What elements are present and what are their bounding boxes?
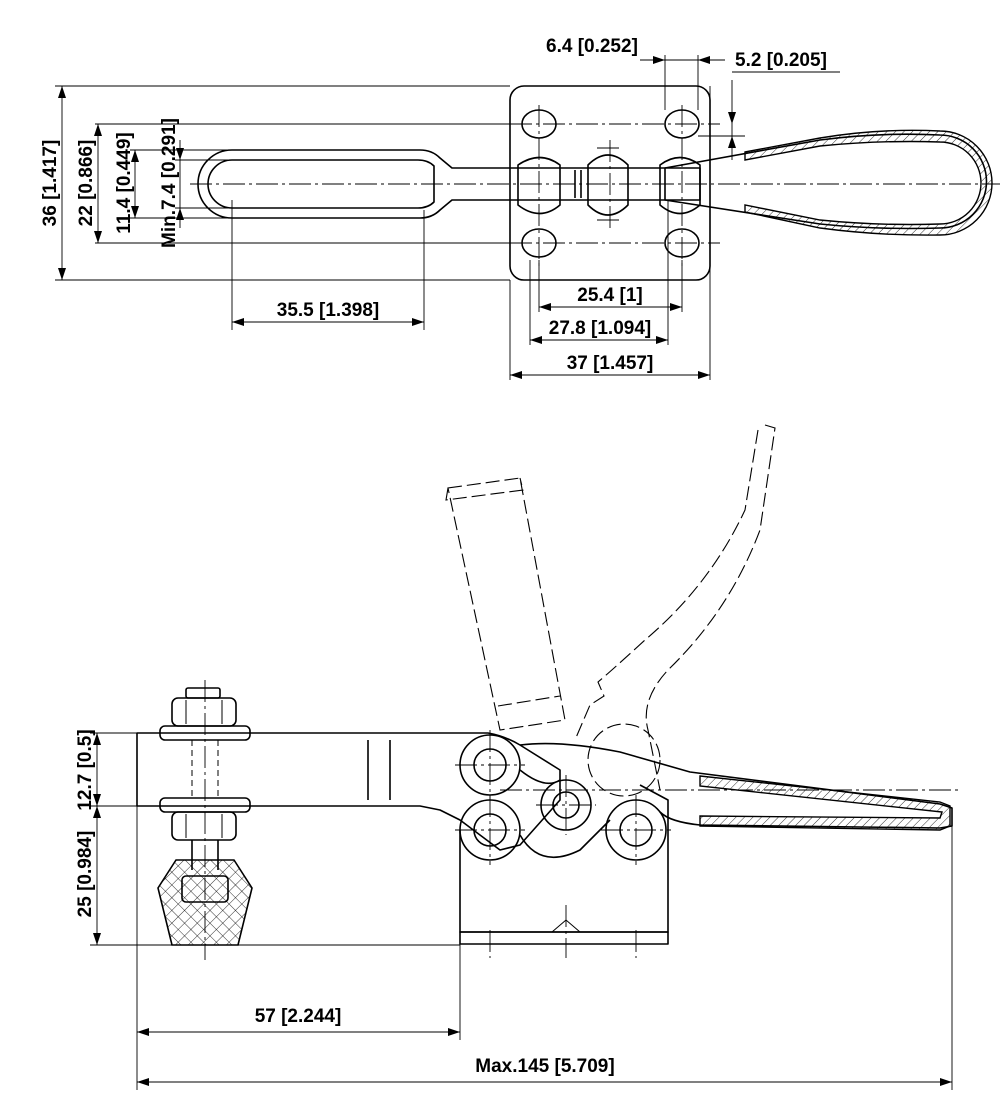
dim-grip-offset: 5.2 [0.205] [735,50,827,71]
top-view: 6.4 [0.252] 5.2 [0.205] 36 [1.417] 22 [0… [40,36,1000,380]
dim-hole-diameter: 6.4 [0.252] [546,36,638,57]
clamp-arm [136,732,561,851]
dim-base-width: 37 [1.457] [567,353,654,374]
clamp-bar [197,149,701,219]
side-view: 12.7 [0.5] 25 [0.984] 57 [2.244] Max.145… [75,424,960,1090]
dim-slot-length: 35.5 [1.398] [277,300,379,321]
dim-max-length: Max.145 [5.709] [475,1056,614,1077]
dim-slot-center: 27.8 [1.094] [549,318,651,339]
dim-arm-height-total: 25 [0.984] [75,831,96,918]
dim-slot-min: Min.7.4 [0.291] [159,118,180,248]
dim-hole-spacing-horizontal: 25.4 [1] [577,285,642,306]
phantom-handle [574,424,776,791]
phantom-arm [445,477,566,731]
clamp-base [459,784,669,933]
handle-grip [744,129,993,236]
dim-hole-spacing-vertical: 22 [0.866] [76,140,97,227]
dim-bar-width: 11.4 [0.449] [114,132,135,233]
spindle-nut [171,697,237,727]
side-handle-grip [699,775,951,831]
dim-overall-height: 36 [1.417] [40,140,61,227]
dim-arm-thickness: 12.7 [0.5] [75,729,96,810]
handle [664,133,988,230]
dim-spindle-reach: 57 [2.244] [255,1006,342,1027]
bar-slot [207,159,435,209]
tip-nut [181,875,229,903]
